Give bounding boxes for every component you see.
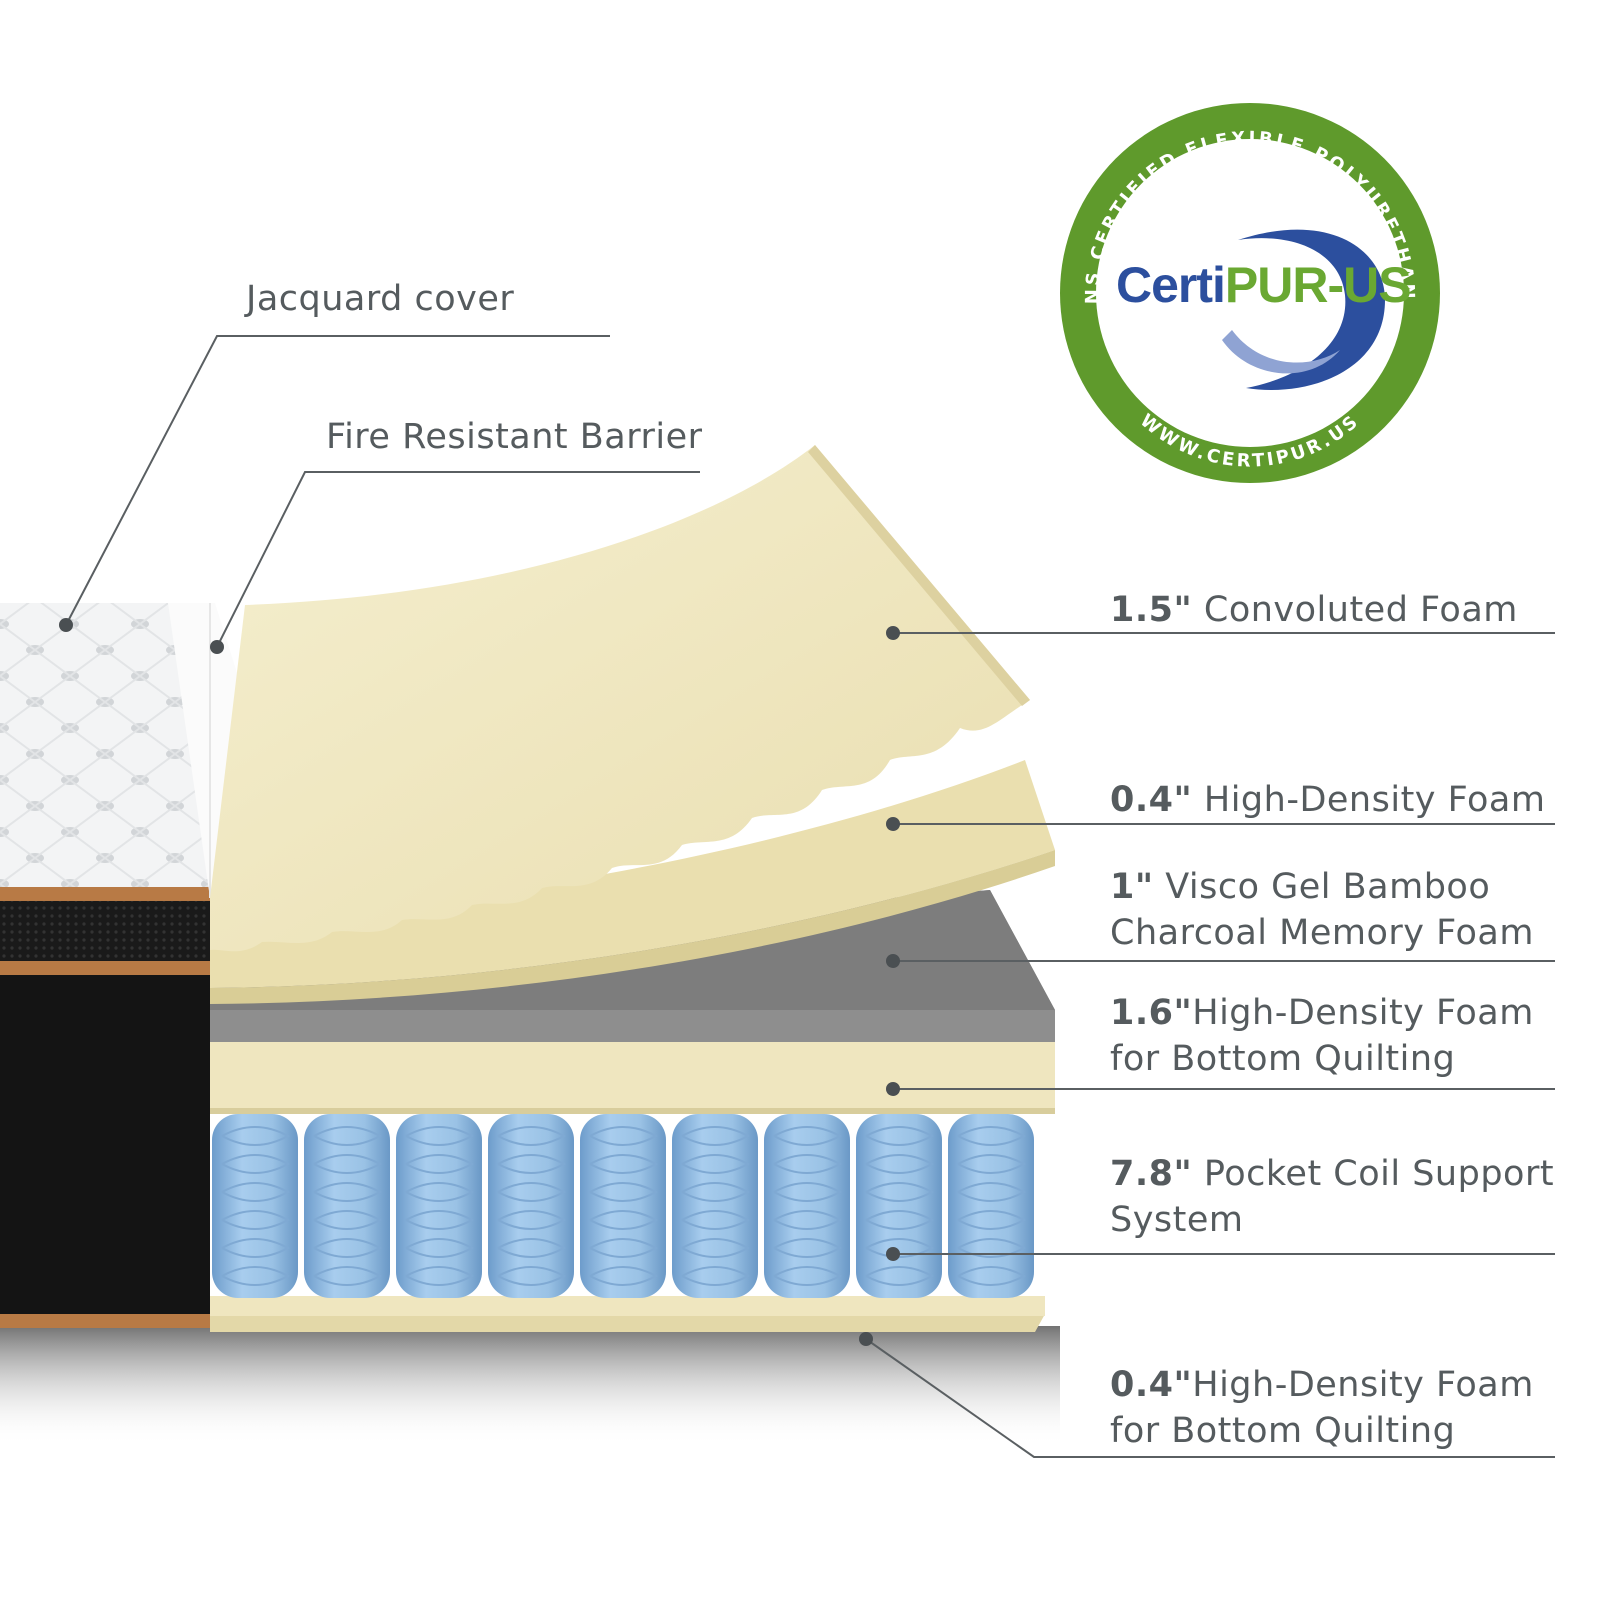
pocket-coil — [856, 1114, 942, 1298]
high-density-foam-mid-layer — [210, 1042, 1055, 1112]
copper-trim-bottom — [0, 1314, 210, 1328]
bottom-high-density-foam-layer — [210, 1296, 1045, 1316]
mesh-border-top — [0, 901, 210, 961]
floor-shadow — [0, 1326, 1060, 1446]
leader-lines — [65, 335, 1555, 1458]
pocket-coil — [212, 1114, 298, 1298]
fire-barrier-label: Fire Resistant Barrier — [326, 417, 703, 457]
copper-trim-middle — [0, 961, 210, 975]
pocket-coil — [948, 1114, 1034, 1298]
bottom-foam-edge — [210, 1314, 1045, 1332]
convoluted-foam-label: 1.5" Convoluted Foam — [1110, 590, 1518, 630]
leader-dots — [59, 618, 900, 1346]
swoosh-icon — [1238, 229, 1385, 390]
black-side-panel — [0, 975, 210, 1314]
copper-trim-top — [0, 887, 210, 901]
pocket-coil — [396, 1114, 482, 1298]
certipur-badge: CONTAINS CERTIFIED FLEXIBLE POLYURETHANE… — [0, 0, 1440, 483]
pocket-coil — [304, 1114, 390, 1298]
jacquard-cover-label: Jacquard cover — [246, 279, 515, 319]
pocket-coil — [764, 1114, 850, 1298]
pocket-coil-layer — [212, 1114, 1034, 1298]
pocket-coil — [488, 1114, 574, 1298]
high-density-foam-top-label: 0.4" High-Density Foam — [1110, 780, 1546, 820]
certipur-logo-text: CertiPUR-US — [1116, 257, 1411, 313]
high-density-foam-top-layer — [210, 760, 1055, 988]
convoluted-foam-layer — [210, 445, 1030, 952]
pocket-coil — [672, 1114, 758, 1298]
pocket-coil — [580, 1114, 666, 1298]
